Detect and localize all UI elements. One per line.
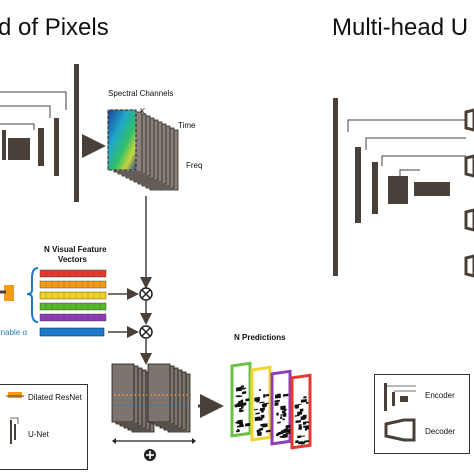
dilated-resnet-block [4,285,14,301]
prediction-mask-1 [230,361,252,438]
learnable-alpha-label: rnable α [0,328,28,337]
left-unet-icon [0,64,79,202]
brace-icon [26,267,39,323]
spectral-channels-stack [107,109,179,191]
left-panel-title: d of Pixels [0,14,109,41]
feature-vector-3 [39,291,107,300]
multiply-node-2 [139,325,153,339]
k-label: K [140,107,146,116]
legend-decoder-label: Decoder [425,427,456,436]
output-stack-2 [147,363,191,433]
predictions-stack [230,361,312,450]
feature-vectors-label-line1: N Visual Feature [44,245,107,254]
feature-vector-1 [39,269,107,278]
legend-unet-icon [10,417,19,444]
right-decoder-heads [464,108,474,278]
prediction-mask-2 [250,365,272,442]
alpha-vector [39,327,105,337]
right-panel-title: Multi-head U [332,14,469,41]
feature-vector-2 [39,280,107,289]
sum-node [144,449,156,461]
n-predictions-label: N Predictions [234,333,286,342]
prediction-mask-4 [290,373,312,450]
right-unet-icon [333,98,466,276]
output-stack-1 [111,363,155,433]
prediction-mask-3 [270,369,292,446]
right-legend-box [374,374,470,454]
spectral-channels-label: Spectral Channels [108,89,174,98]
legend-unet-label: U-Net [28,430,49,439]
time-label: Time [178,121,196,130]
feature-vectors [0,267,139,338]
legend-dilated-icon [8,392,22,398]
multiply-node-1 [139,287,153,301]
legend-encoder-icon [384,383,416,411]
feature-vector-5 [39,313,107,322]
legend-decoder-icon [384,418,416,442]
freq-label: Freq [186,161,203,170]
legend-encoder-label: Encoder [425,391,455,400]
feature-vectors-label-line2: Vectors [58,255,87,264]
legend-dilated-resnet-label: Dilated ResNet [28,393,82,402]
feature-vector-4 [39,302,107,311]
